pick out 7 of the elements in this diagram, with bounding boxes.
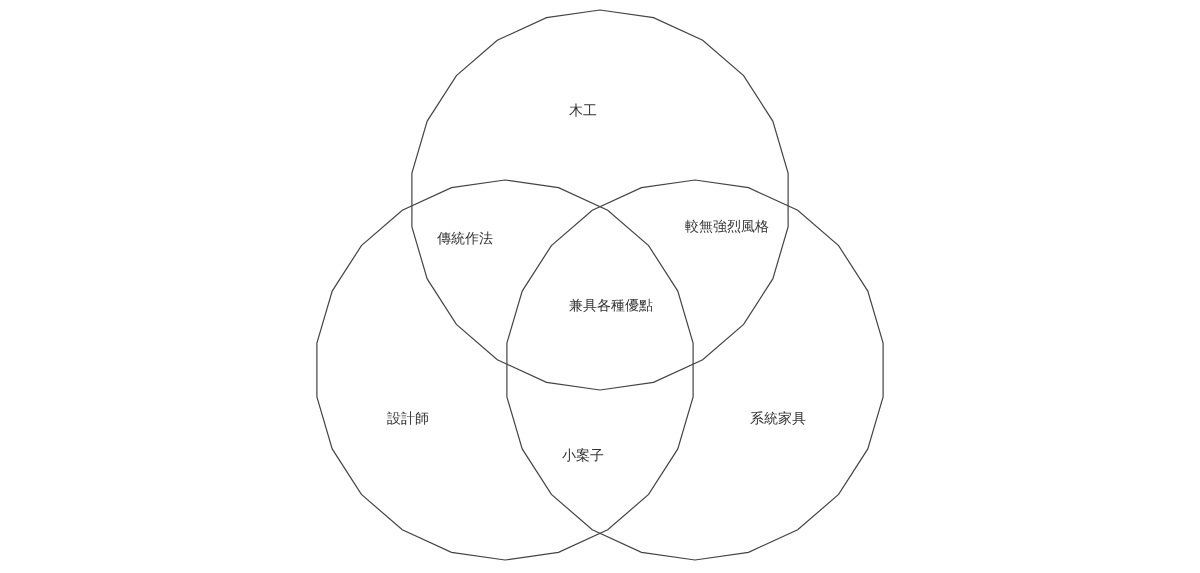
circle-label: 系統家具 xyxy=(750,409,806,427)
region-label: 較無強烈風格 xyxy=(685,217,769,235)
circle-label: 木工 xyxy=(569,101,597,119)
region-label: 傳統作法 xyxy=(437,229,493,247)
region-label: 兼具各種優點 xyxy=(569,296,653,314)
region-label: 小案子 xyxy=(562,446,604,464)
circle-label: 設計師 xyxy=(387,409,429,427)
